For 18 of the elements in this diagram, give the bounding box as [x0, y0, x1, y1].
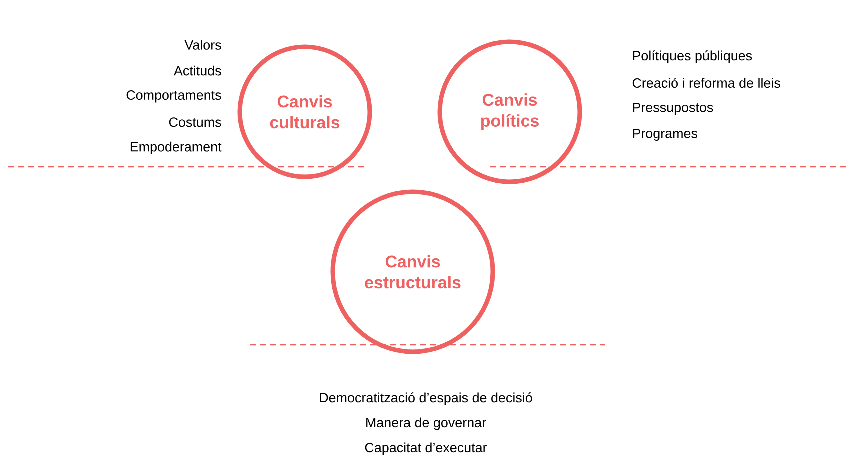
list-item: Polítiques públiques: [633, 50, 752, 64]
list-item: Capacitat d’executar: [365, 442, 488, 456]
circle: [438, 40, 582, 184]
circle-label: Canvis culturals: [270, 95, 340, 129]
circle-label: Canvis polítics: [481, 94, 539, 130]
list-item: Comportaments: [126, 90, 222, 103]
list-item: Creació i reforma de lleis: [632, 78, 780, 88]
circle: [330, 190, 496, 354]
list-item: Empoderament: [130, 142, 222, 154]
circle: [238, 44, 372, 180]
list-item: Valors: [184, 40, 222, 50]
list-item: Costums: [169, 118, 222, 128]
list-item: Actituds: [174, 66, 222, 76]
list-item: Programes: [633, 128, 698, 142]
circle-label: Canvis estructurals: [365, 255, 461, 289]
list-item: Pressupostos: [633, 102, 714, 116]
list-item: Democratització d’espais de decisió: [320, 392, 532, 406]
list-item: Manera de governar: [366, 418, 486, 430]
